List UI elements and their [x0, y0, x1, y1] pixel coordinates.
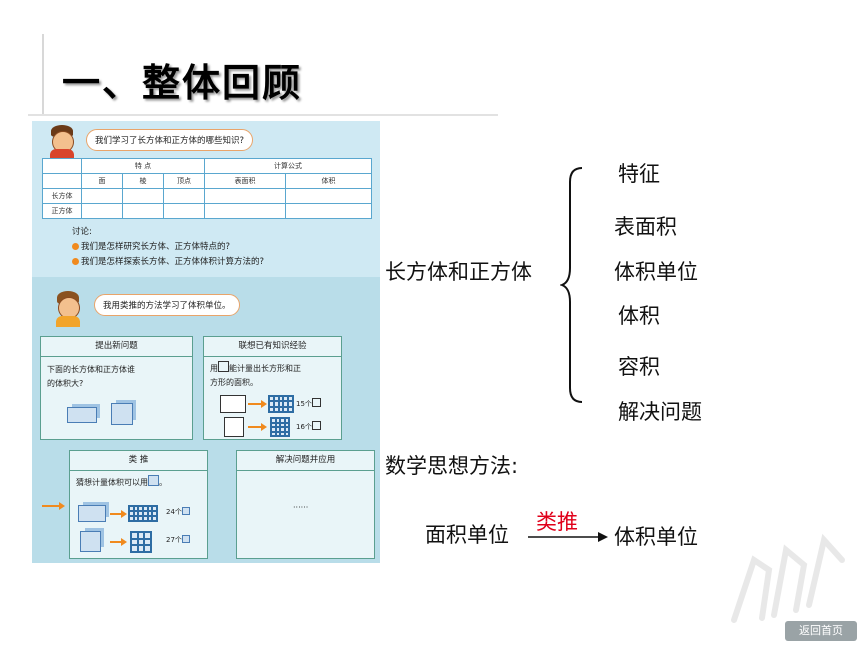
table-subheader: 面 [81, 173, 123, 189]
cuboid-icon [67, 407, 97, 423]
cube-unit-icon [181, 507, 190, 515]
arrow-right-icon [528, 532, 608, 542]
table-header-features: 特 点 [81, 158, 205, 174]
mindmap-branch-problem-solving: 解决问题 [618, 400, 702, 424]
discussion-block: 讨论: 我们是怎样研究长方体、正方体特点的? 我们是怎样探索长方体、正方体体积计… [72, 225, 264, 270]
panel-title: 解决问题并应用 [237, 451, 374, 471]
panel-text: 猜想计量体积可以用。 [76, 475, 167, 490]
mindmap-root: 长方体和正方体 [385, 260, 532, 284]
table-row-label: 正方体 [42, 203, 82, 219]
panel-new-problem: 提出新问题 下面的长方体和正方体谁 的体积大? [40, 336, 193, 440]
count-label: 16个 [296, 421, 321, 432]
mindmap-branch-volume-unit: 体积单位 [614, 260, 698, 284]
table-subheader: 顶点 [163, 173, 205, 189]
cube-icon [80, 531, 101, 552]
table-row: 正方体 [42, 203, 372, 219]
methods-to: 体积单位 [614, 525, 698, 549]
panel-experience: 联想已有知识经验 用能计量出长方形和正 方形的面积。 15个 16个 [203, 336, 342, 440]
watermark-logo-icon [731, 533, 845, 623]
mindmap-branch-capacity: 容积 [618, 355, 660, 379]
mindmap-branch-volume: 体积 [618, 304, 660, 328]
methods-arrow-label: 类推 [536, 510, 578, 534]
panel-title: 提出新问题 [41, 337, 192, 357]
panel-text: 用能计量出长方形和正 方形的面积。 [210, 361, 301, 390]
table-subheader: 表面积 [204, 173, 286, 189]
kid-avatar [48, 125, 76, 159]
panel-title: 类 推 [70, 451, 207, 471]
speech-bubble-analogy: 我用类推的方法学习了体积单位。 [94, 294, 240, 316]
textbook-page-image: 我们学习了长方体和正方体的哪些知识? 特 点 计算公式 面 棱 顶点 表面积 体… [32, 121, 380, 563]
table-subheader: 棱 [122, 173, 164, 189]
methods-from: 面积单位 [425, 523, 509, 547]
cube-unit-icon [148, 475, 159, 486]
panel-title: 联想已有知识经验 [204, 337, 341, 357]
title-underline [28, 114, 498, 116]
area-grid-16 [270, 417, 290, 437]
bullet-icon [72, 243, 79, 250]
cube-unit-icon [181, 535, 190, 543]
square-unit-icon [311, 421, 321, 430]
square-shape [224, 417, 244, 437]
speech-bubble-question: 我们学习了长方体和正方体的哪些知识? [86, 129, 254, 151]
title-accent-line [42, 34, 44, 114]
table-subheader: 体积 [285, 173, 372, 189]
volume-grid-24 [128, 505, 158, 522]
knowledge-table: 特 点 计算公式 面 棱 顶点 表面积 体积 长方体 正方体 [42, 158, 372, 219]
square-unit-icon [218, 361, 229, 372]
panel-analogy: 类 推 猜想计量体积可以用。 24个 27个 [69, 450, 208, 559]
volume-grid-27 [130, 531, 152, 553]
curly-brace-icon [560, 167, 583, 403]
mindmap-branch-features: 特征 [618, 162, 660, 186]
home-button[interactable]: 返回首页 [785, 621, 857, 641]
discussion-item: 我们是怎样探索长方体、正方体体积计算方法的? [72, 255, 264, 270]
panel-apply: 解决问题并应用 ······ [236, 450, 375, 559]
cube-icon [111, 403, 133, 425]
table-header-formula: 计算公式 [204, 158, 372, 174]
methods-heading: 数学思想方法: [385, 454, 519, 478]
arrow-icon [110, 538, 127, 546]
table-row-label: 长方体 [42, 188, 82, 204]
rectangle-shape [220, 395, 246, 413]
bullet-icon [72, 258, 79, 265]
count-label: 15个 [296, 398, 321, 409]
mindmap-branch-surface-area: 表面积 [614, 215, 677, 239]
square-unit-icon [311, 398, 321, 407]
arrow-icon [110, 510, 127, 518]
panel-ellipsis: ······ [293, 503, 309, 512]
slide-title: 一、整体回顾 [62, 61, 303, 105]
arrow-icon [42, 502, 65, 510]
panel-text: 下面的长方体和正方体谁 的体积大? [47, 365, 135, 388]
table-row: 长方体 [42, 188, 372, 204]
count-label: 27个 [166, 535, 190, 545]
area-grid-15 [268, 395, 294, 413]
cuboid-icon [78, 505, 106, 522]
arrow-icon [248, 423, 267, 431]
discussion-item: 我们是怎样研究长方体、正方体特点的? [72, 240, 264, 255]
discussion-label: 讨论: [72, 227, 92, 237]
kid-avatar [54, 291, 82, 327]
count-label: 24个 [166, 507, 190, 517]
arrow-icon [248, 400, 267, 408]
